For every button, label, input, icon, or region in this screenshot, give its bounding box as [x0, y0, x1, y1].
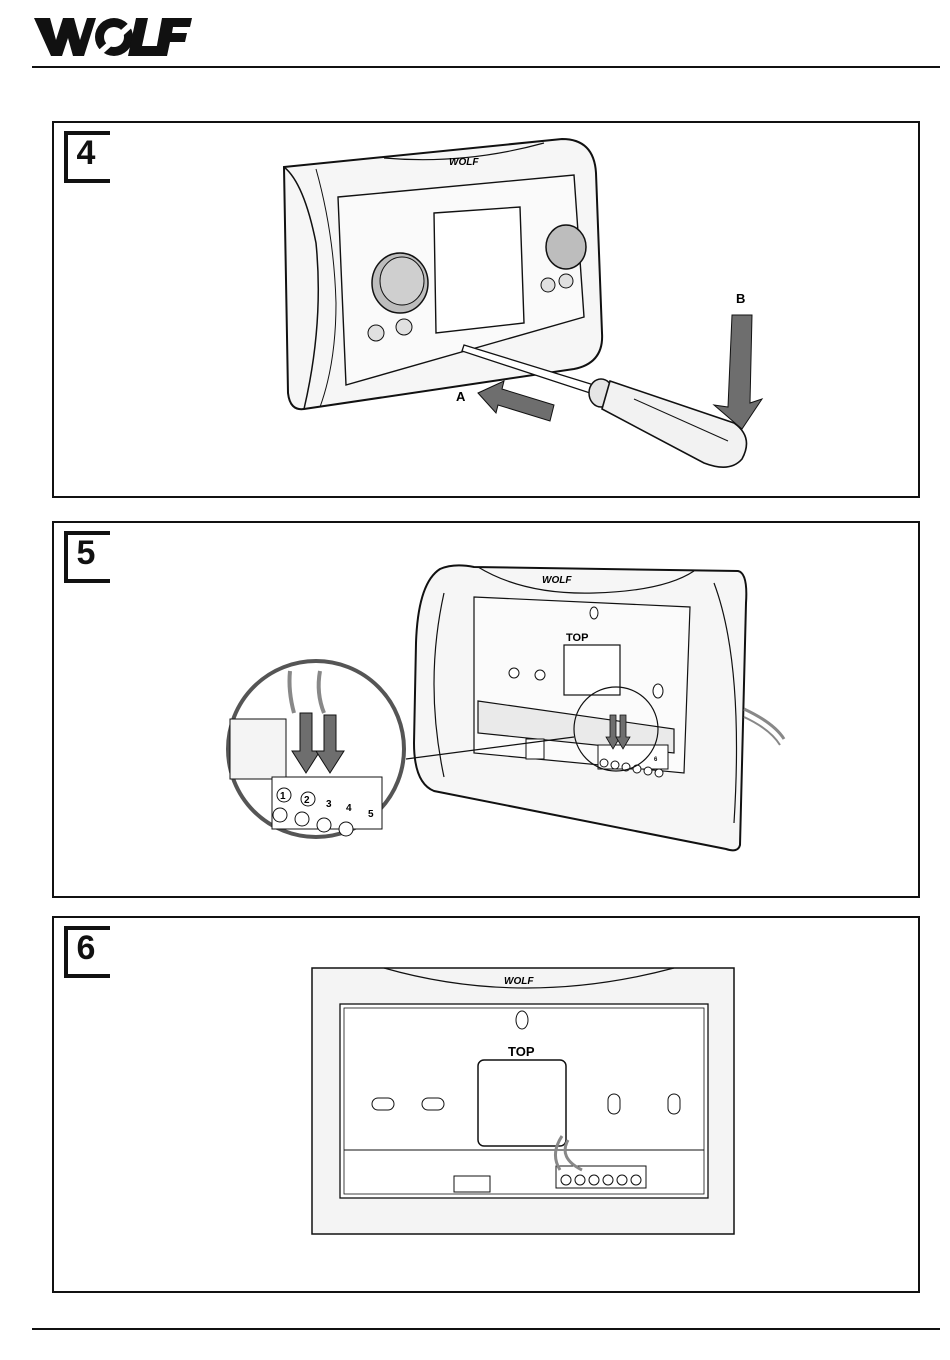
wolf-logo: [32, 10, 192, 60]
wiring-illustration: TOP WOLF: [54, 523, 918, 896]
step-4-panel: 4 WOLF A B: [52, 121, 920, 498]
label-b: B: [736, 291, 745, 306]
label-a: A: [456, 389, 466, 404]
terminal-5: 5: [368, 809, 374, 820]
mounted-base-illustration: WOLF TOP: [54, 918, 918, 1291]
screwdriver-release-illustration: WOLF A B: [54, 123, 918, 496]
header-rule: [32, 66, 940, 68]
terminal-4: 4: [346, 803, 352, 814]
terminal-2: 2: [304, 795, 310, 806]
device-logo: WOLF: [449, 157, 479, 168]
step-5-panel: 5 TOP WOLF: [52, 521, 920, 898]
terminal-3: 3: [326, 799, 332, 810]
top-label: TOP: [508, 1044, 535, 1059]
device-logo: WOLF: [542, 575, 572, 586]
step-6-panel: 6 WOLF TOP: [52, 916, 920, 1293]
device-logo: WOLF: [504, 976, 534, 987]
top-label: TOP: [566, 632, 588, 644]
footer-rule: [32, 1328, 940, 1330]
terminal-1: 1: [280, 791, 286, 802]
